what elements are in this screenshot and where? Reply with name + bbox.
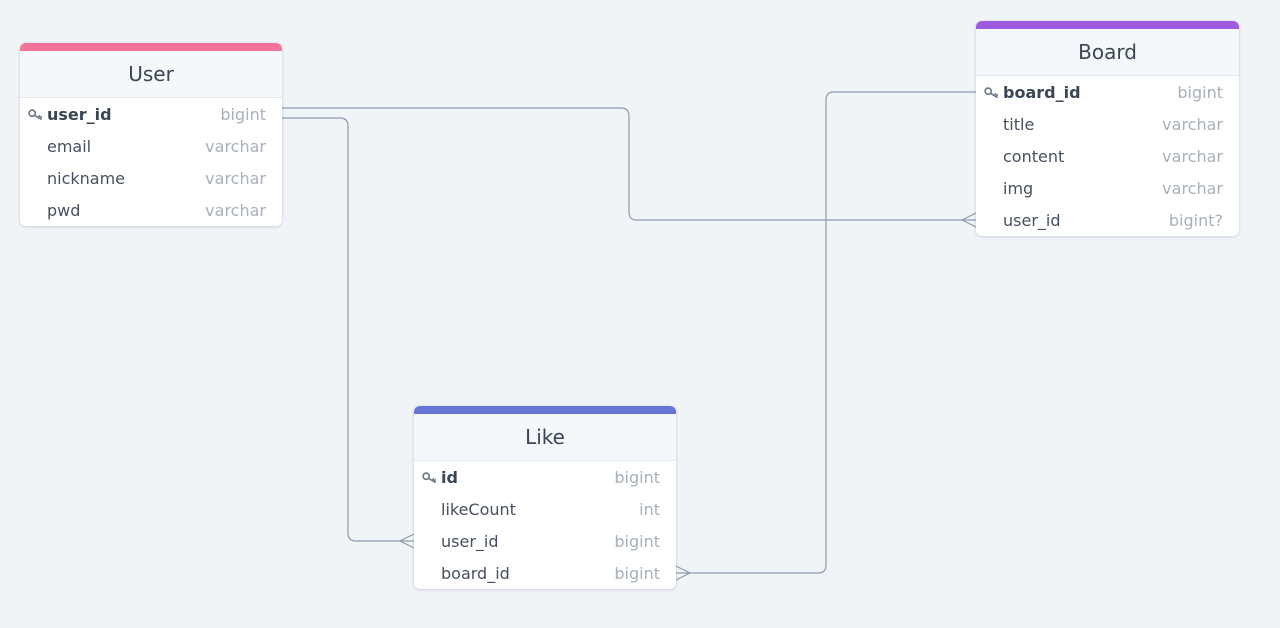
- field-type: bigint: [614, 563, 660, 583]
- field-name: img: [1003, 178, 1034, 198]
- relation-board-like: [676, 91, 976, 574]
- field-name: email: [47, 136, 92, 156]
- table-title: User: [20, 51, 282, 98]
- field-list: user_id bigint email varchar nickname varchar…: [20, 98, 282, 226]
- field-name: id: [441, 467, 458, 487]
- key-slot: [28, 138, 47, 154]
- field-row-img[interactable]: img varchar: [976, 172, 1239, 204]
- crows-foot-like-board-id: [675, 565, 691, 581]
- field-name: content: [1003, 146, 1065, 166]
- primary-key-icon: [28, 106, 47, 122]
- primary-key-icon: [984, 84, 1003, 100]
- field-name: board_id: [1003, 82, 1081, 102]
- field-type: bigint: [614, 467, 660, 487]
- field-row-nickname[interactable]: nickname varchar: [20, 162, 282, 194]
- table-board[interactable]: Board board_id bigint title varchar content v…: [976, 21, 1239, 236]
- field-type: varchar: [205, 200, 266, 220]
- field-row-user_id[interactable]: user_id bigint?: [976, 204, 1239, 236]
- field-type: varchar: [205, 168, 266, 188]
- crows-foot-board-user-id: [961, 212, 977, 228]
- field-name: user_id: [1003, 210, 1061, 230]
- table-title: Like: [414, 414, 676, 461]
- field-name: nickname: [47, 168, 126, 188]
- field-type: bigint?: [1168, 210, 1223, 230]
- field-row-user_id[interactable]: user_id bigint: [20, 98, 282, 130]
- key-slot: [984, 180, 1003, 196]
- field-name: likeCount: [441, 499, 516, 519]
- field-row-content[interactable]: content varchar: [976, 140, 1239, 172]
- key-slot: [984, 212, 1003, 228]
- field-type: int: [639, 499, 660, 519]
- table-accent-bar: [20, 43, 282, 51]
- field-row-pwd[interactable]: pwd varchar: [20, 194, 282, 226]
- key-slot: [28, 202, 47, 218]
- primary-key-icon: [422, 469, 441, 485]
- field-name: user_id: [47, 104, 112, 124]
- table-title: Board: [976, 29, 1239, 76]
- field-row-id[interactable]: id bigint: [414, 461, 676, 493]
- relation-user-board: [282, 107, 976, 221]
- key-slot: [984, 148, 1003, 164]
- field-row-title[interactable]: title varchar: [976, 108, 1239, 140]
- field-type: bigint: [614, 531, 660, 551]
- table-user[interactable]: User user_id bigint email varchar nickname va…: [20, 43, 282, 226]
- relation-user-like: [282, 117, 414, 542]
- key-slot: [422, 565, 441, 581]
- field-type: bigint: [220, 104, 266, 124]
- key-slot: [984, 116, 1003, 132]
- field-type: varchar: [1162, 146, 1223, 166]
- field-name: board_id: [441, 563, 510, 583]
- field-row-email[interactable]: email varchar: [20, 130, 282, 162]
- field-type: varchar: [1162, 114, 1223, 134]
- field-type: varchar: [205, 136, 266, 156]
- crows-foot-like-user-id: [399, 533, 415, 549]
- key-slot: [422, 533, 441, 549]
- field-name: user_id: [441, 531, 499, 551]
- key-slot: [28, 170, 47, 186]
- field-row-board_id[interactable]: board_id bigint: [976, 76, 1239, 108]
- field-list: board_id bigint title varchar content varchar…: [976, 76, 1239, 236]
- field-name: pwd: [47, 200, 81, 220]
- key-slot: [422, 501, 441, 517]
- field-row-likeCount[interactable]: likeCount int: [414, 493, 676, 525]
- field-row-user_id[interactable]: user_id bigint: [414, 525, 676, 557]
- field-name: title: [1003, 114, 1035, 134]
- field-type: bigint: [1177, 82, 1223, 102]
- table-accent-bar: [414, 406, 676, 414]
- field-row-board_id[interactable]: board_id bigint: [414, 557, 676, 589]
- table-accent-bar: [976, 21, 1239, 29]
- field-type: varchar: [1162, 178, 1223, 198]
